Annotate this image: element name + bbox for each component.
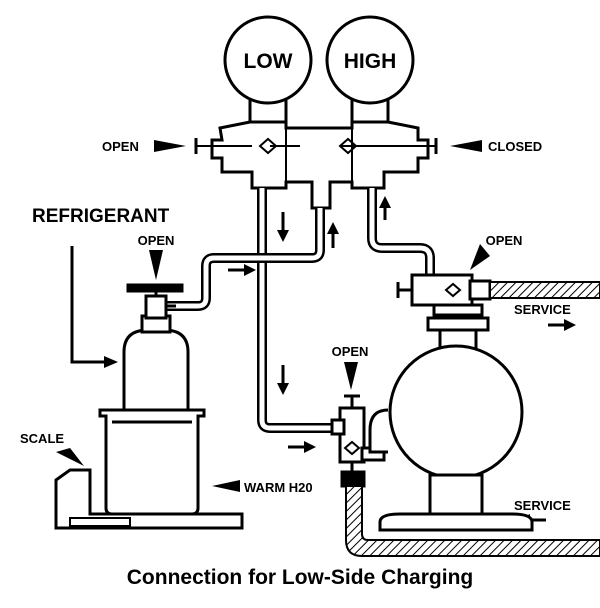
service-label-upper: SERVICE: [514, 302, 571, 317]
high-pressure-gauge: [325, 15, 415, 105]
hoses: [160, 188, 435, 433]
refrigerant-cylinder: [122, 283, 190, 412]
diagram-caption: Connection for Low-Side Charging: [126, 566, 474, 589]
compressor-body: [388, 344, 524, 480]
high-valve-closed-label: CLOSED: [488, 139, 542, 154]
high-gauge-label: HIGH: [344, 50, 397, 73]
refrigerant-hose: [160, 208, 325, 311]
service-lines: [345, 281, 600, 557]
scale-label: SCALE: [20, 431, 64, 446]
low-pressure-gauge: [223, 15, 313, 105]
suction-valve-open-label: OPEN: [332, 344, 369, 359]
scale-display: [69, 517, 131, 527]
discharge-service-line: [489, 281, 600, 299]
suction-fitting: [340, 470, 366, 488]
service-label-lower: SERVICE: [514, 498, 571, 513]
scale: [54, 468, 244, 530]
gauge-manifold: [194, 15, 438, 210]
compressor: [368, 303, 534, 532]
low-valve-open-label: OPEN: [102, 139, 139, 154]
pointer-arrows: [56, 140, 490, 492]
discharge-service-valve: [396, 273, 492, 307]
low-side-hose: [257, 188, 332, 433]
suction-service-valve: [330, 394, 386, 488]
low-gauge-label: LOW: [244, 50, 293, 73]
warm-water-label: WARM H20: [244, 480, 313, 495]
flow-arrows: [228, 196, 576, 526]
warm-water-container: [98, 408, 206, 516]
discharge-valve-open-label: OPEN: [486, 233, 523, 248]
suction-service-line: [345, 485, 600, 557]
high-side-hose: [367, 188, 435, 276]
cylinder-valve-handle: [126, 283, 184, 293]
cylinder-valve-open-label: OPEN: [138, 233, 175, 248]
refrigerant-label: REFRIGERANT: [32, 206, 170, 227]
